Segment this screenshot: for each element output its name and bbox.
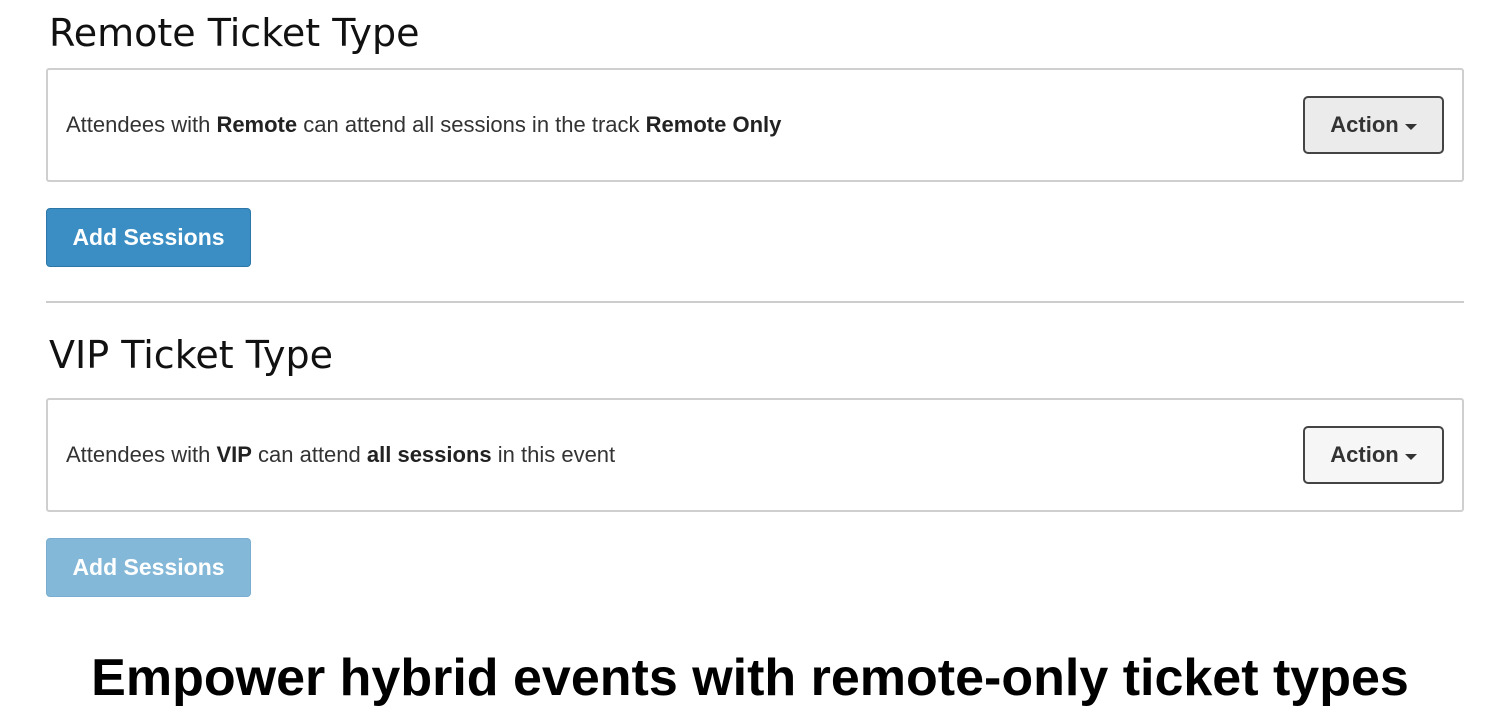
action-label: Action	[1330, 442, 1399, 467]
caret-down-icon	[1404, 123, 1417, 130]
rule-prefix: Attendees with	[66, 112, 217, 137]
rule-target: Remote Only	[645, 112, 782, 137]
remote-ticket-rule-text: Attendees with Remote can attend all ses…	[66, 70, 781, 180]
caret-down-icon	[1404, 453, 1417, 460]
vip-add-sessions-button[interactable]: Add Sessions	[46, 538, 251, 597]
rule-middle: can attend all sessions in the track	[297, 112, 646, 137]
rule-suffix: in this event	[491, 442, 616, 467]
vip-action-dropdown-button[interactable]: Action	[1303, 426, 1444, 484]
vip-ticket-rule-text: Attendees with VIP can attend all sessio…	[66, 400, 615, 510]
vip-ticket-rule-panel: Attendees with VIP can attend all sessio…	[46, 398, 1464, 512]
remote-action-dropdown-button[interactable]: Action	[1303, 96, 1444, 154]
remote-ticket-type-title: Remote Ticket Type	[49, 11, 420, 55]
rule-ticket-name: VIP	[216, 442, 252, 467]
section-divider	[46, 301, 1464, 303]
remote-add-sessions-button[interactable]: Add Sessions	[46, 208, 251, 267]
rule-target: all sessions	[366, 442, 492, 467]
action-label: Action	[1330, 112, 1399, 137]
remote-ticket-rule-panel: Attendees with Remote can attend all ses…	[46, 68, 1464, 182]
rule-prefix: Attendees with	[66, 442, 217, 467]
promo-caption: Empower hybrid events with remote-only t…	[91, 649, 1409, 707]
rule-ticket-name: Remote	[216, 112, 298, 137]
vip-ticket-type-title: VIP Ticket Type	[49, 333, 333, 377]
rule-middle: can attend	[251, 442, 367, 467]
